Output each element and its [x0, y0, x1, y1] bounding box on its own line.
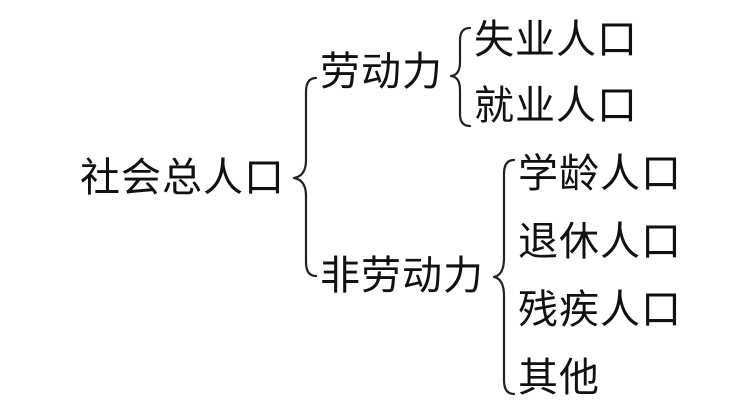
leaf-disabled: 残疾人口 — [518, 287, 682, 333]
leaf-other: 其他 — [518, 355, 600, 401]
leaf-retired: 退休人口 — [518, 219, 682, 265]
leaf-employed: 就业人口 — [474, 83, 638, 129]
root-brace — [292, 76, 318, 278]
leaf-unemployed: 失业人口 — [474, 17, 638, 63]
branch-non-labour: 非劳动力 — [320, 253, 484, 299]
labour-brace — [449, 26, 472, 128]
root-node: 社会总人口 — [80, 155, 285, 201]
non-labour-brace — [492, 158, 516, 396]
branch-labour: 劳动力 — [320, 49, 443, 95]
leaf-school-age: 学龄人口 — [518, 151, 682, 197]
